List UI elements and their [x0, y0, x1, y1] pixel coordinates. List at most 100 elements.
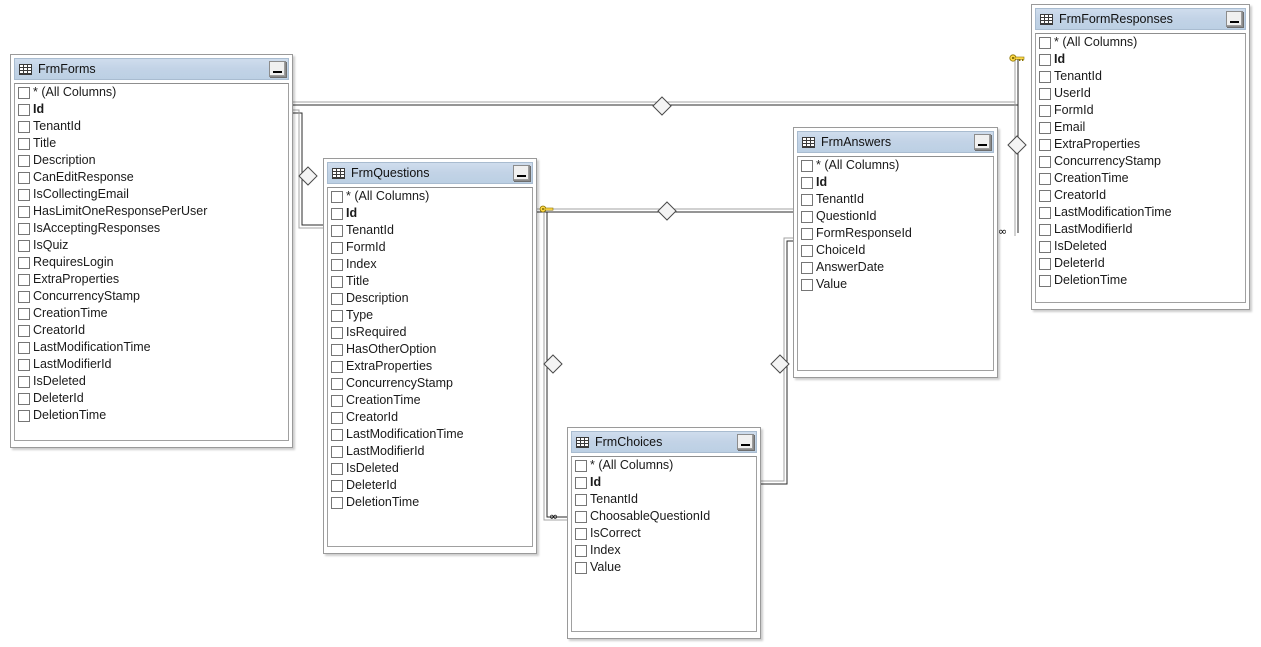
- column-row[interactable]: ExtraProperties: [1036, 136, 1245, 153]
- column-checkbox[interactable]: [575, 493, 587, 506]
- minimize-button-frm-choices[interactable]: [737, 434, 754, 450]
- column-checkbox[interactable]: [331, 292, 343, 305]
- column-row[interactable]: ConcurrencyStamp: [328, 375, 532, 392]
- column-row[interactable]: CreationTime: [1036, 170, 1245, 187]
- column-row[interactable]: CreationTime: [328, 392, 532, 409]
- column-row[interactable]: IsCorrect: [572, 525, 756, 542]
- column-checkbox[interactable]: [331, 343, 343, 356]
- column-row[interactable]: Id: [798, 174, 993, 191]
- column-row[interactable]: ExtraProperties: [328, 358, 532, 375]
- column-checkbox[interactable]: [575, 510, 587, 523]
- column-row[interactable]: UserId: [1036, 85, 1245, 102]
- column-row[interactable]: Value: [572, 559, 756, 576]
- column-row[interactable]: HasOtherOption: [328, 341, 532, 358]
- column-row[interactable]: LastModifierId: [15, 356, 288, 373]
- column-row[interactable]: TenantId: [328, 222, 532, 239]
- minimize-button-frm-answers[interactable]: [974, 134, 991, 150]
- column-row[interactable]: IsCollectingEmail: [15, 186, 288, 203]
- column-checkbox[interactable]: [801, 227, 813, 240]
- column-checkbox[interactable]: [18, 375, 30, 388]
- column-checkbox[interactable]: [575, 561, 587, 574]
- column-checkbox[interactable]: [1039, 172, 1051, 185]
- column-row[interactable]: HasLimitOneResponsePerUser: [15, 203, 288, 220]
- column-checkbox[interactable]: [1039, 36, 1051, 49]
- column-row[interactable]: CanEditResponse: [15, 169, 288, 186]
- column-checkbox[interactable]: [1039, 155, 1051, 168]
- column-checkbox[interactable]: [575, 527, 587, 540]
- column-checkbox[interactable]: [801, 210, 813, 223]
- column-checkbox[interactable]: [331, 275, 343, 288]
- column-row[interactable]: TenantId: [798, 191, 993, 208]
- column-checkbox[interactable]: [575, 476, 587, 489]
- column-row[interactable]: IsRequired: [328, 324, 532, 341]
- column-checkbox[interactable]: [331, 309, 343, 322]
- column-checkbox[interactable]: [801, 244, 813, 257]
- column-row[interactable]: ConcurrencyStamp: [15, 288, 288, 305]
- column-row[interactable]: Title: [15, 135, 288, 152]
- minimize-button-frm-questions[interactable]: [513, 165, 530, 181]
- column-row[interactable]: * (All Columns): [1036, 34, 1245, 51]
- column-row[interactable]: * (All Columns): [328, 188, 532, 205]
- column-row[interactable]: CreatorId: [328, 409, 532, 426]
- column-row[interactable]: ChoosableQuestionId: [572, 508, 756, 525]
- column-checkbox[interactable]: [331, 326, 343, 339]
- table-title-bar-frm-form-responses[interactable]: FrmFormResponses: [1035, 8, 1246, 30]
- column-checkbox[interactable]: [18, 120, 30, 133]
- column-checkbox[interactable]: [18, 137, 30, 150]
- column-row[interactable]: CreatorId: [1036, 187, 1245, 204]
- column-checkbox[interactable]: [18, 154, 30, 167]
- column-row[interactable]: AnswerDate: [798, 259, 993, 276]
- column-row[interactable]: ChoiceId: [798, 242, 993, 259]
- column-checkbox[interactable]: [801, 176, 813, 189]
- column-row[interactable]: FormId: [1036, 102, 1245, 119]
- column-checkbox[interactable]: [801, 278, 813, 291]
- column-checkbox[interactable]: [1039, 87, 1051, 100]
- column-checkbox[interactable]: [1039, 121, 1051, 134]
- column-row[interactable]: LastModificationTime: [1036, 204, 1245, 221]
- column-row[interactable]: Value: [798, 276, 993, 293]
- column-row[interactable]: Type: [328, 307, 532, 324]
- column-row[interactable]: * (All Columns): [15, 84, 288, 101]
- column-row[interactable]: QuestionId: [798, 208, 993, 225]
- column-checkbox[interactable]: [1039, 104, 1051, 117]
- column-checkbox[interactable]: [801, 193, 813, 206]
- column-checkbox[interactable]: [18, 358, 30, 371]
- column-checkbox[interactable]: [18, 86, 30, 99]
- table-title-bar-frm-questions[interactable]: FrmQuestions: [327, 162, 533, 184]
- column-row[interactable]: CreationTime: [15, 305, 288, 322]
- column-row[interactable]: Title: [328, 273, 532, 290]
- column-row[interactable]: IsDeleted: [15, 373, 288, 390]
- column-row[interactable]: DeletionTime: [328, 494, 532, 511]
- column-checkbox[interactable]: [1039, 223, 1051, 236]
- column-row[interactable]: IsQuiz: [15, 237, 288, 254]
- column-checkbox[interactable]: [331, 360, 343, 373]
- column-checkbox[interactable]: [1039, 257, 1051, 270]
- column-checkbox[interactable]: [1039, 240, 1051, 253]
- column-row[interactable]: Id: [328, 205, 532, 222]
- minimize-button-frm-forms[interactable]: [269, 61, 286, 77]
- column-checkbox[interactable]: [18, 324, 30, 337]
- column-checkbox[interactable]: [1039, 53, 1051, 66]
- column-row[interactable]: IsDeleted: [1036, 238, 1245, 255]
- column-checkbox[interactable]: [18, 239, 30, 252]
- column-row[interactable]: IsDeleted: [328, 460, 532, 477]
- column-checkbox[interactable]: [575, 459, 587, 472]
- table-title-bar-frm-forms[interactable]: FrmForms: [14, 58, 289, 80]
- column-checkbox[interactable]: [575, 544, 587, 557]
- column-row[interactable]: TenantId: [15, 118, 288, 135]
- column-checkbox[interactable]: [18, 171, 30, 184]
- column-row[interactable]: LastModificationTime: [328, 426, 532, 443]
- column-row[interactable]: FormId: [328, 239, 532, 256]
- column-checkbox[interactable]: [331, 496, 343, 509]
- column-checkbox[interactable]: [18, 222, 30, 235]
- column-row[interactable]: TenantId: [1036, 68, 1245, 85]
- column-checkbox[interactable]: [331, 190, 343, 203]
- column-checkbox[interactable]: [331, 258, 343, 271]
- column-row[interactable]: Email: [1036, 119, 1245, 136]
- column-row[interactable]: LastModifierId: [328, 443, 532, 460]
- column-row[interactable]: Id: [15, 101, 288, 118]
- table-title-bar-frm-choices[interactable]: FrmChoices: [571, 431, 757, 453]
